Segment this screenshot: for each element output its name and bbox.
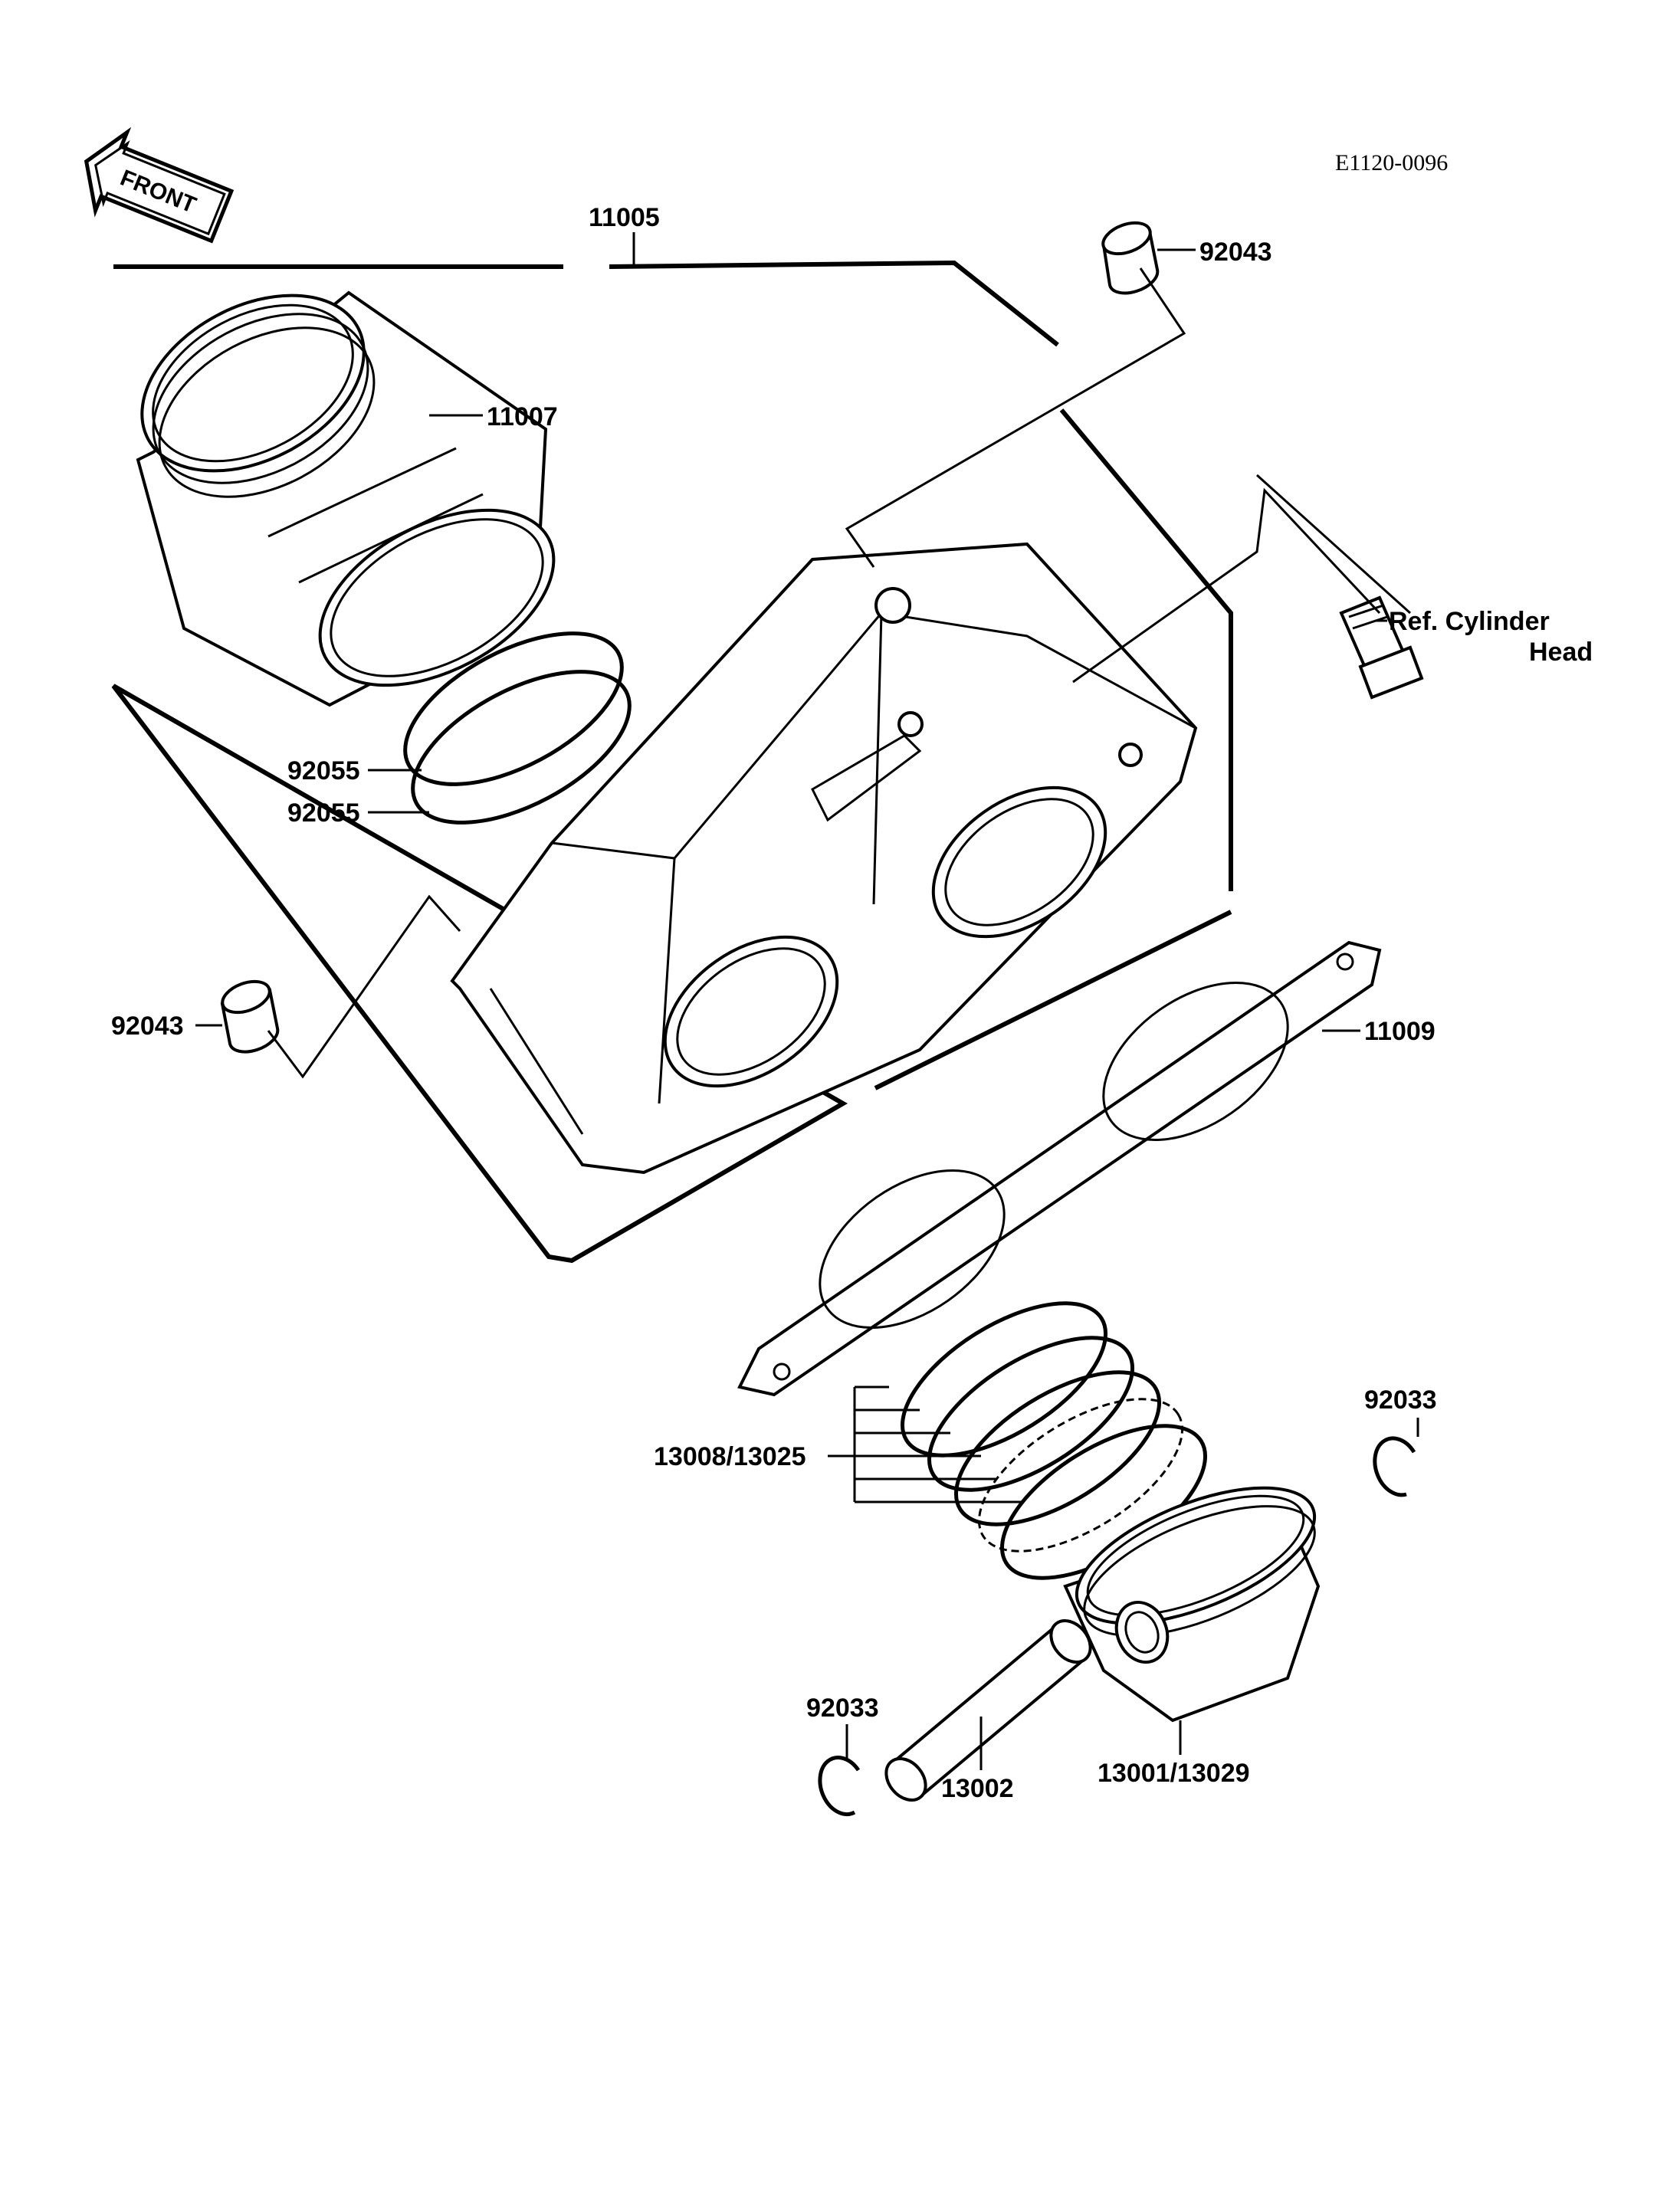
label-piston-ring-set: 13008/13025 (654, 1442, 806, 1471)
circlip-right (1373, 1436, 1416, 1497)
cylinder-assembly-outline (111, 232, 1233, 1264)
label-o-ring-1: 92055 (287, 756, 360, 785)
label-o-ring-2: 92055 (287, 798, 360, 828)
leader-lines (195, 248, 1419, 1770)
circlip-left (818, 1756, 861, 1816)
dowel-pin-left (220, 979, 280, 1054)
label-circlip-left: 92033 (806, 1694, 879, 1723)
drawing-code: E1120-0096 (1335, 150, 1448, 175)
label-piston: 13001/13029 (1098, 1759, 1250, 1788)
cylinder-block (450, 542, 1198, 1175)
label-dowel-pin-left: 92043 (111, 1012, 184, 1041)
cylinder-sleeve (136, 290, 556, 707)
label-circlip-right: 92033 (1364, 1385, 1437, 1415)
piston (1063, 1486, 1321, 1723)
label-cylinder-sleeve: 11007 (487, 402, 558, 431)
base-gasket (737, 940, 1382, 1397)
label-ref-cylinder-head-1: Ref. Cylinder (1389, 607, 1550, 636)
piston-pin (884, 1619, 1092, 1802)
label-ref-cylinder-head-2: Head (1529, 638, 1593, 667)
front-arrow-icon: FRONT (84, 126, 235, 244)
label-dowel-pin-top: 92043 (1199, 238, 1272, 267)
label-piston-pin: 13002 (941, 1774, 1014, 1803)
o-rings (403, 631, 632, 825)
dowel-pin-top (1101, 221, 1160, 295)
label-base-gasket: 11009 (1364, 1017, 1436, 1046)
label-cylinder-assembly: 11005 (589, 203, 660, 232)
cylinder-head-bolt (1339, 595, 1424, 700)
